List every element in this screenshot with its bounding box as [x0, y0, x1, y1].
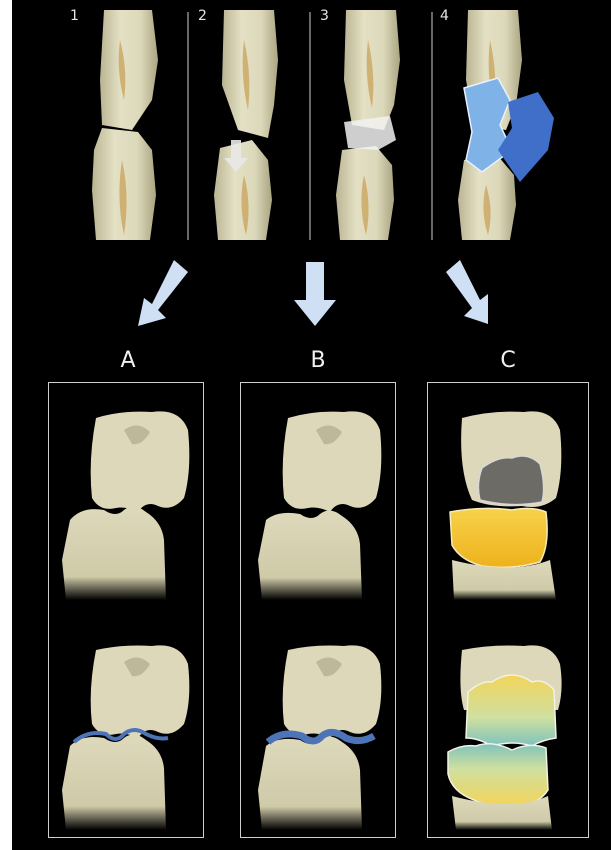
column-a-teeth — [62, 411, 189, 830]
panel-2-teeth — [214, 10, 278, 240]
panel-3-teeth — [336, 10, 400, 240]
arrow-to-c — [446, 260, 488, 324]
lower-teal-yellow-crown — [448, 744, 548, 806]
big-arrows — [138, 260, 488, 326]
gray-crown — [478, 456, 543, 505]
yellow-crown — [450, 508, 547, 567]
white-splint — [344, 116, 396, 150]
illustration — [12, 0, 611, 850]
upper-teal-yellow-crown — [466, 675, 556, 746]
arrow-to-a — [138, 260, 188, 326]
column-b-teeth — [258, 411, 381, 830]
panel-4-teeth — [458, 10, 554, 240]
panel-1-teeth — [92, 10, 158, 240]
tooth-occlusion-figure: 1 2 3 4 A B C — [12, 0, 611, 850]
arrow-to-b — [294, 262, 336, 326]
column-c-teeth — [448, 411, 562, 830]
